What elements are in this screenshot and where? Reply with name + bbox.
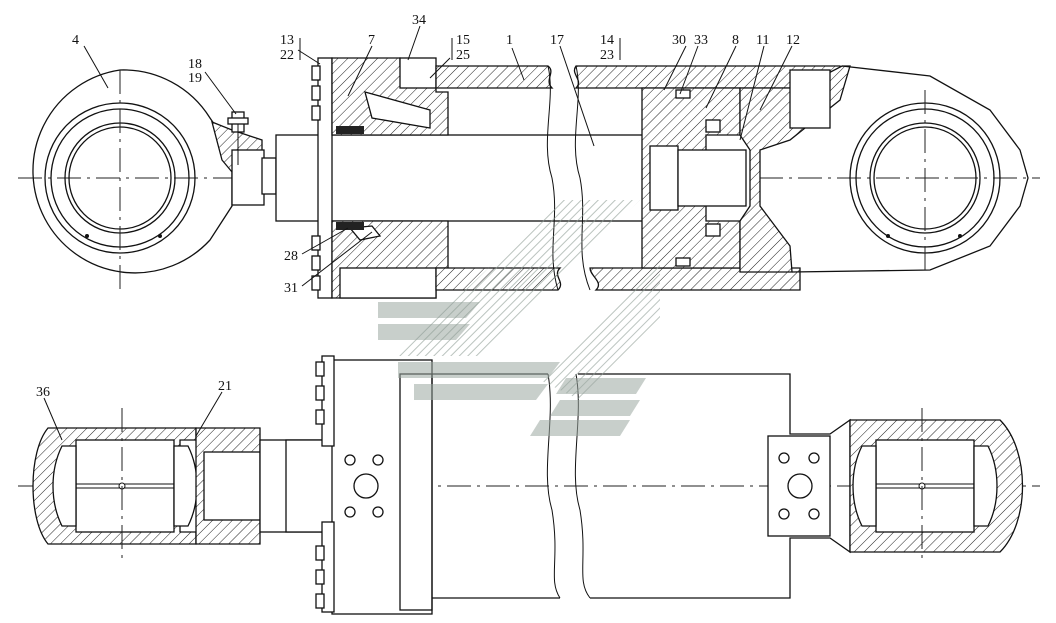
label-15: 15	[456, 33, 470, 48]
label-4: 4	[72, 33, 79, 48]
label-36: 36	[36, 385, 50, 400]
piston	[641, 87, 747, 269]
label-22: 22	[280, 48, 294, 63]
label-25: 25	[456, 48, 470, 63]
label-17: 17	[550, 33, 564, 48]
label-13: 13	[280, 33, 294, 48]
bottom-outline-view	[18, 355, 1040, 615]
label-12: 12	[786, 33, 800, 48]
label-30: 30	[672, 33, 686, 48]
part-labels: 4 18 19 13 22 7 34 15 25 1 17 14 23 30 3…	[36, 13, 800, 400]
label-33: 33	[694, 33, 708, 48]
label-18: 18	[188, 57, 202, 72]
label-31: 31	[284, 281, 298, 296]
rear-end-cap	[739, 65, 1029, 273]
watermark-logo	[378, 200, 660, 436]
right-bearing-section	[849, 408, 1024, 560]
top-section-view	[18, 57, 1040, 299]
label-23: 23	[600, 48, 614, 63]
bottom-head-flange	[315, 355, 433, 615]
label-21: 21	[218, 379, 232, 394]
label-19: 19	[188, 71, 202, 86]
label-14: 14	[600, 33, 614, 48]
cylinder-barrel	[435, 65, 843, 291]
label-34: 34	[412, 13, 426, 28]
label-11: 11	[756, 33, 769, 48]
left-rod-eye	[32, 69, 277, 290]
left-bearing-section	[32, 408, 261, 560]
label-28: 28	[284, 249, 298, 264]
label-7: 7	[368, 33, 375, 48]
leader-lines	[43, 25, 793, 441]
label-1: 1	[506, 33, 513, 48]
bottom-barrel	[432, 373, 851, 599]
label-8: 8	[732, 33, 739, 48]
